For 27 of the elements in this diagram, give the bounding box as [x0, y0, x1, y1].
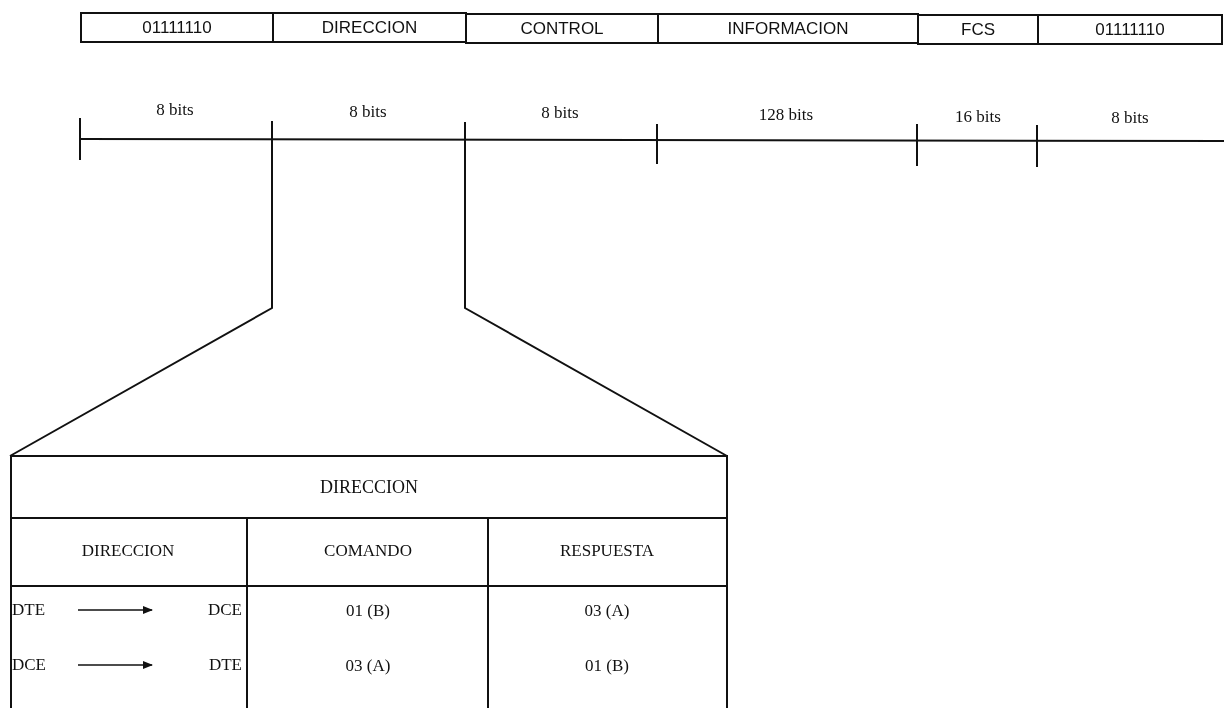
- station-label: DTE: [12, 597, 78, 623]
- bit-length: 8 bits: [541, 103, 579, 123]
- frame-field: 01111110: [80, 12, 274, 43]
- frame-field: CONTROL: [465, 13, 659, 44]
- arrow: [77, 661, 153, 669]
- station-label: DCE: [12, 652, 78, 678]
- column-header: RESPUESTA: [559, 541, 655, 561]
- bit-length: 8 bits: [1111, 108, 1149, 128]
- bit-length: 16 bits: [955, 107, 1001, 127]
- column-header: COMANDO: [324, 541, 412, 561]
- table-value: 01 (B): [346, 601, 390, 621]
- frame-field: DIRECCION: [272, 12, 467, 43]
- bit-length: 8 bits: [156, 100, 194, 120]
- table-value: 03 (A): [345, 656, 391, 676]
- address-table: [10, 455, 728, 708]
- frame-field: INFORMACION: [657, 13, 919, 44]
- frame-field: FCS: [917, 14, 1039, 45]
- table-value: 01 (B): [585, 656, 629, 676]
- bit-length: 128 bits: [758, 105, 814, 125]
- station-label: DTE: [152, 652, 242, 678]
- bit-length: 8 bits: [349, 102, 387, 122]
- column-header: DIRECCION: [81, 541, 175, 561]
- table-title: DIRECCION: [319, 476, 419, 499]
- station-label: DCE: [152, 597, 242, 623]
- table-value: 03 (A): [584, 601, 630, 621]
- arrow: [77, 606, 153, 614]
- frame-field: 01111110: [1037, 14, 1223, 45]
